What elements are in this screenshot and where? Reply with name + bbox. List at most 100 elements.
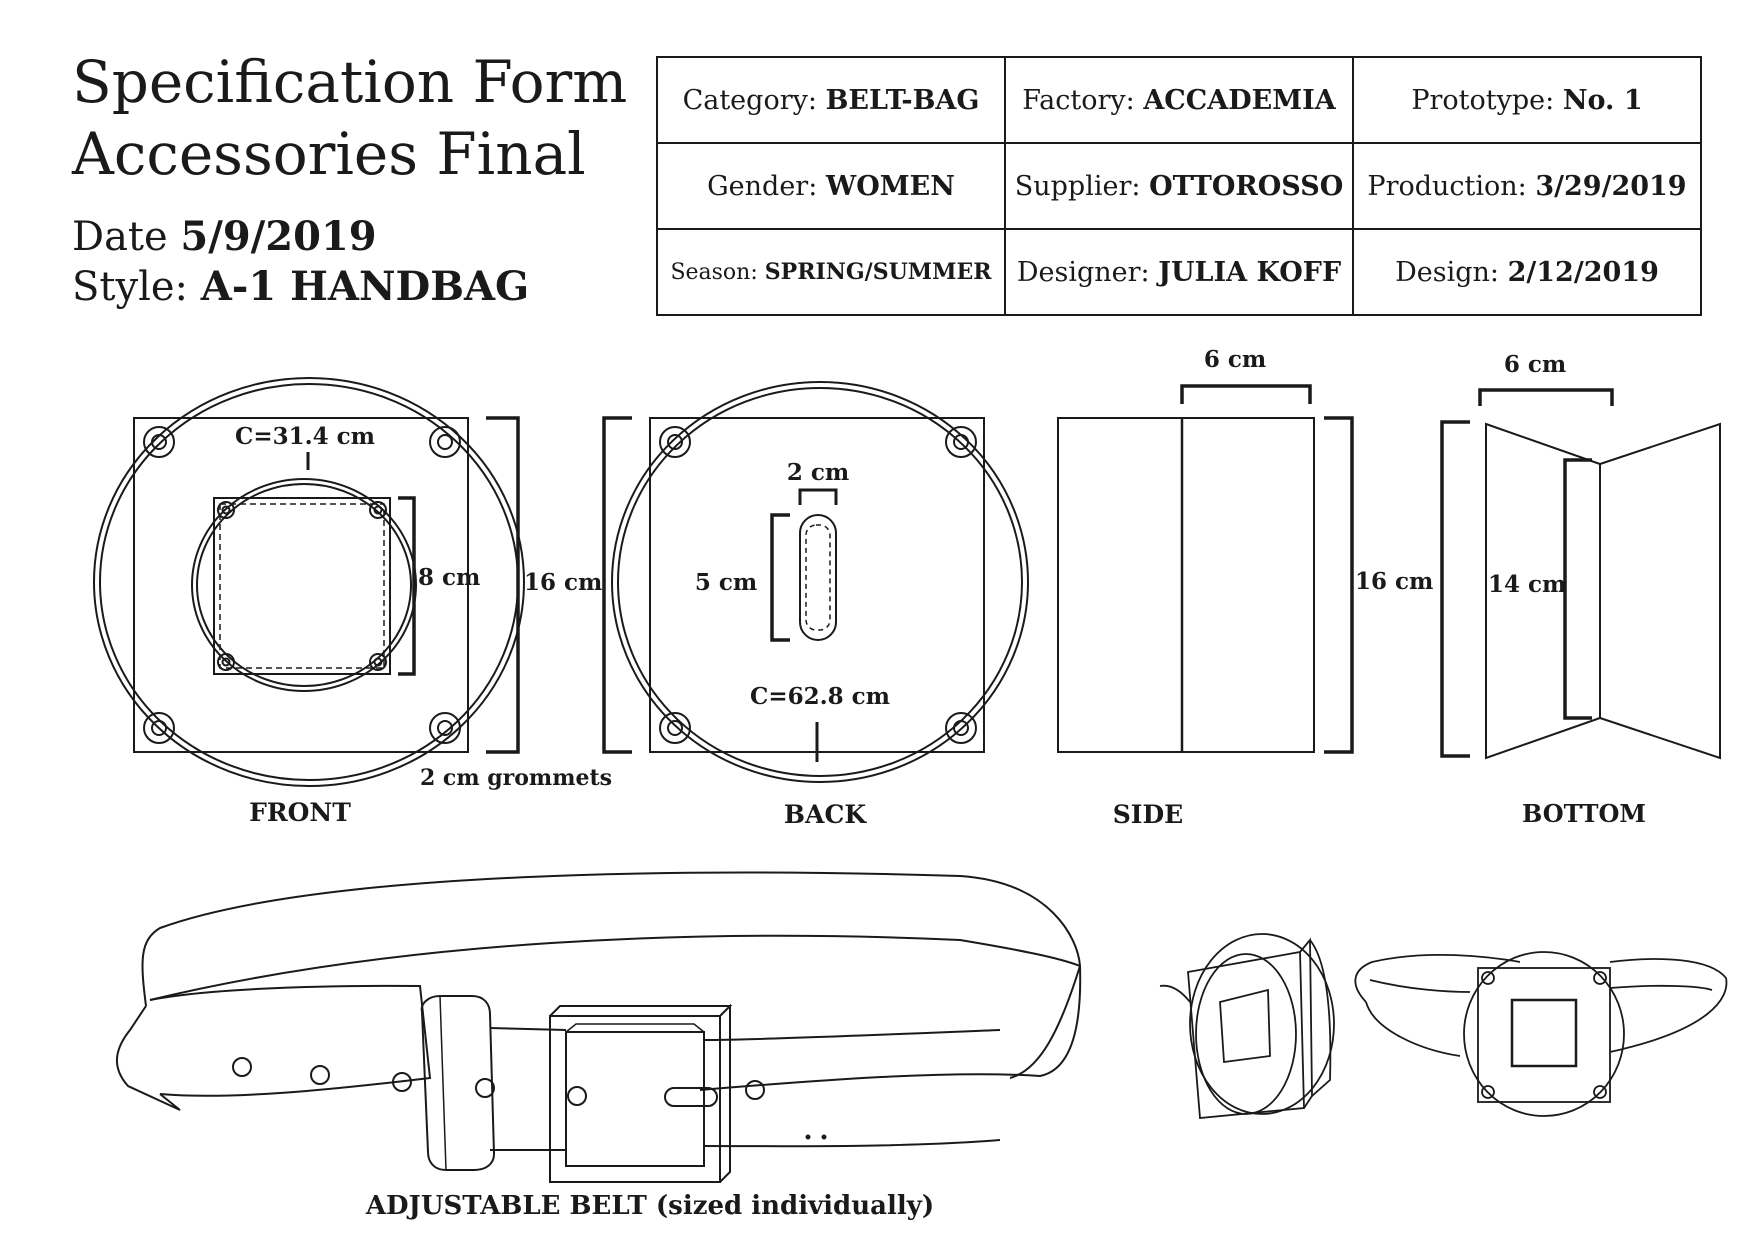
bag-3d-ring-1 (1195, 953, 1297, 1115)
slot-width-label: 2 cm (787, 459, 849, 486)
buckle-prong (664, 1087, 718, 1107)
supplier-cell: Supplier: OTTOROSSO (1004, 142, 1354, 230)
front-circumference-label: C=31.4 cm (235, 423, 375, 450)
dimension-labels: C=31.4 cm 8 cm 16 cm 2 cm grommets FRONT… (235, 346, 1646, 1221)
back-ring-inner (617, 387, 1023, 777)
bottom-width-label: 6 cm (1504, 351, 1566, 378)
front-inner-height-label: 8 cm (418, 564, 480, 591)
back-view (602, 381, 1029, 783)
grommet-icon (659, 712, 691, 744)
grommet-icon (369, 653, 387, 671)
belt-slot (799, 514, 837, 641)
spec-row: Category: BELT-BAG Factory: ACCADEMIA Pr… (656, 56, 1702, 144)
front-inner-pocket (213, 497, 391, 675)
production-cell: Production: 3/29/2019 (1352, 142, 1702, 230)
grommet-icon (217, 653, 235, 671)
mini-bag-ring (1463, 951, 1625, 1117)
back-ring (611, 381, 1029, 783)
back-circumference-label: C=62.8 cm (750, 683, 890, 710)
belt-mark (805, 1134, 811, 1140)
spec-row: Gender: WOMEN Supplier: OTTOROSSO Produc… (656, 142, 1702, 230)
belt-hole (745, 1080, 765, 1100)
mini-belt-left-top (1354, 954, 1521, 1003)
front-view-label: FRONT (249, 798, 351, 827)
grommet-icon (369, 501, 387, 519)
bottom-right-panel (1599, 422, 1721, 760)
bag-3d-strap-end (1159, 984, 1191, 1003)
pocket-stitching (219, 503, 385, 669)
grommet-icon (429, 426, 461, 458)
spec-table: Category: BELT-BAG Factory: ACCADEMIA Pr… (656, 56, 1702, 316)
side-height-bracket (1324, 416, 1354, 754)
belt-hole (232, 1057, 252, 1077)
bag-3d-gusset (1309, 939, 1332, 1097)
style-label: Style: (72, 264, 189, 310)
grommet-icon (1593, 971, 1607, 985)
side-outline (1057, 417, 1315, 753)
grommet-icon (143, 426, 175, 458)
mini-grommets (1481, 971, 1607, 1099)
bottom-height-label: 14 cm (1488, 571, 1566, 598)
slot-width-bracket (798, 488, 838, 505)
belt-tip (115, 1005, 181, 1111)
side-width-label: 6 cm (1204, 346, 1266, 373)
belt-through-buckle (489, 1027, 1001, 1151)
belt-hole (392, 1072, 412, 1092)
grommet-icon (659, 426, 691, 458)
grommets-label: 2 cm grommets (420, 765, 612, 791)
form-meta: Date 5/9/2019 Style: A-1 HANDBAG (72, 212, 529, 312)
belt-hole (567, 1086, 587, 1106)
style-value: A-1 HANDBAG (200, 263, 530, 310)
designer-cell: Designer: JULIA KOFF (1004, 228, 1354, 316)
belt-buckle-inner (565, 1031, 705, 1167)
grommet-icon (945, 712, 977, 744)
back-height-bracket (602, 416, 632, 754)
belt-left-strap (149, 984, 432, 1097)
grommet-icon (217, 501, 235, 519)
front-height-label: 16 cm (524, 569, 602, 596)
bag-3d-window (1219, 988, 1271, 1064)
back-grommets (659, 426, 977, 744)
front-grommets (143, 426, 461, 744)
form-title: Specification Form Accessories Final (72, 46, 627, 190)
belt-hole (310, 1065, 330, 1085)
front-ring-inner-2 (196, 483, 412, 687)
spec-row: Season: SPRING/SUMMER Designer: JULIA KO… (656, 228, 1702, 316)
belt-back-loop (141, 871, 1082, 1007)
style-row: Style: A-1 HANDBAG (72, 262, 529, 312)
date-value: 5/9/2019 (180, 213, 377, 260)
front-view (93, 377, 525, 787)
belt-label: ADJUSTABLE BELT (sized individually) (365, 1191, 934, 1221)
bottom-width-bracket (1478, 388, 1614, 406)
belt-hole (475, 1078, 495, 1098)
grommet-icon (1481, 971, 1495, 985)
mini-bag-panel (1477, 967, 1611, 1103)
side-width-bracket (1180, 384, 1312, 404)
grommet-icon (1593, 1085, 1607, 1099)
front-inner-height-bracket (398, 496, 416, 676)
grommet-icon (143, 712, 175, 744)
mini-belt-left-bottom (1365, 1001, 1461, 1057)
front-ring-outer (93, 377, 525, 787)
grommet-icon (429, 712, 461, 744)
mini-belt-left-inner (1369, 979, 1471, 993)
bottom-view-label: BOTTOM (1522, 799, 1646, 828)
belt-holes (232, 1057, 765, 1106)
mini-belt-right (1609, 958, 1728, 1053)
bag-3d-front-face (1187, 950, 1305, 1119)
belt-right-edge (1009, 965, 1081, 1079)
side-view-label: SIDE (1113, 800, 1183, 829)
side-view (1057, 384, 1354, 754)
category-cell: Category: BELT-BAG (656, 56, 1006, 144)
belt-mark (821, 1134, 827, 1140)
slot-height-bracket (770, 513, 790, 642)
front-height-bracket (486, 416, 520, 754)
bag-3d-side-face (1299, 937, 1313, 1109)
bottom-outer-bracket (1440, 420, 1470, 758)
bag-3d-sketch (1159, 933, 1335, 1119)
grommet-icon (945, 426, 977, 458)
factory-cell: Factory: ACCADEMIA (1004, 56, 1354, 144)
belt-buckle-depth (549, 1003, 733, 1183)
belt-slot-stitching (805, 524, 831, 631)
